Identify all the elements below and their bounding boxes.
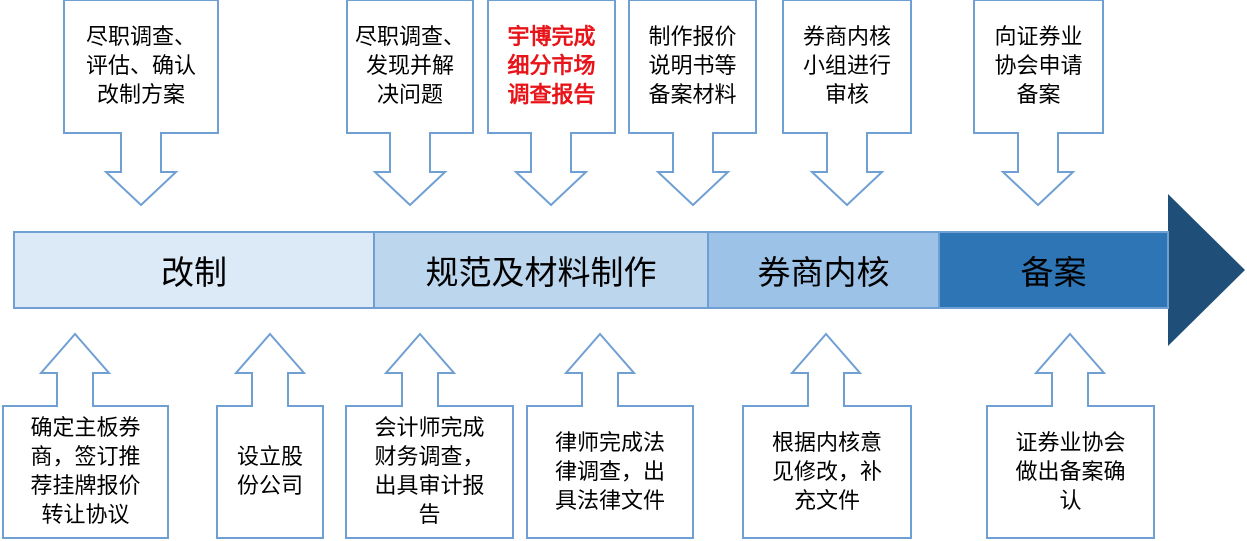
step-text: 券商内核 小组进行 审核 — [802, 25, 891, 108]
top-callout-shape — [487, 0, 616, 207]
top-callout-shape — [63, 0, 219, 207]
step-text: 宇博完成 细分市场 调查报告 — [507, 25, 596, 108]
top-step-3: 宇博完成 细分市场 调查报告 — [488, 0, 615, 133]
stage-label: 券商内核 — [757, 253, 890, 292]
stage-label: 改制 — [161, 253, 227, 292]
step-text: 确定主板券 商，签订推 荐挂牌报价 转让协议 — [30, 416, 141, 528]
stage-beian: 备案 — [939, 232, 1168, 308]
top-callout-shape — [782, 0, 912, 207]
bottom-step-2: 设立股 份公司 — [217, 406, 323, 538]
timeline-arrowhead — [1168, 194, 1245, 346]
top-callout-shape — [346, 0, 474, 207]
bottom-step-3: 会计师完成 财务调查， 出具审计报 告 — [346, 406, 513, 538]
top-callout-shape — [628, 0, 757, 207]
step-text: 尽职调查、 评估、确认 改制方案 — [85, 25, 196, 108]
stage-label: 规范及材料制作 — [425, 253, 657, 292]
bottom-step-5: 根据内核意 见修改，补 充文件 — [743, 406, 911, 538]
bottom-callout-shape — [986, 332, 1155, 539]
bottom-step-4: 律师完成法 律调查，出 具法律文件 — [527, 406, 693, 538]
step-text: 证券业协会 做出备案确 认 — [1015, 430, 1126, 514]
top-step-2: 尽职调查、 发现并解 决问题 — [347, 0, 473, 133]
top-step-1: 尽职调查、 评估、确认 改制方案 — [64, 0, 218, 133]
top-step-5: 券商内核 小组进行 审核 — [783, 0, 911, 133]
top-callout-shape — [973, 0, 1104, 207]
bottom-step-6: 证券业协会 做出备案确 认 — [987, 406, 1154, 538]
bottom-callout-shape — [345, 332, 514, 539]
stage-gaizhi: 改制 — [14, 232, 374, 308]
step-text: 制作报价 说明书等 备案材料 — [648, 25, 737, 108]
timeline-segment — [707, 231, 940, 309]
stage-neihe: 券商内核 — [708, 232, 939, 308]
step-text: 律师完成法 律调查，出 具法律文件 — [554, 430, 665, 514]
top-step-6: 向证券业 协会申请 备案 — [974, 0, 1103, 133]
timeline-segment — [373, 231, 709, 309]
step-text: 设立股 份公司 — [236, 445, 303, 499]
step-text: 尽职调查、 发现并解 决问题 — [354, 25, 465, 108]
bottom-callout-shape — [742, 332, 912, 539]
step-text: 会计师完成 财务调查， 出具审计报 告 — [374, 416, 485, 528]
timeline-segment — [938, 231, 1169, 309]
bottom-callout-shape — [526, 332, 694, 539]
step-text: 向证券业 协会申请 备案 — [994, 25, 1083, 108]
top-step-4: 制作报价 说明书等 备案材料 — [629, 0, 756, 133]
bottom-step-1: 确定主板券 商，签订推 荐挂牌报价 转让协议 — [3, 406, 168, 538]
bottom-callout-shape — [216, 332, 324, 539]
stage-label: 备案 — [1020, 253, 1087, 292]
step-text: 根据内核意 见修改，补 充文件 — [771, 430, 882, 514]
stage-guifan: 规范及材料制作 — [374, 232, 708, 308]
bottom-callout-shape — [2, 332, 169, 539]
